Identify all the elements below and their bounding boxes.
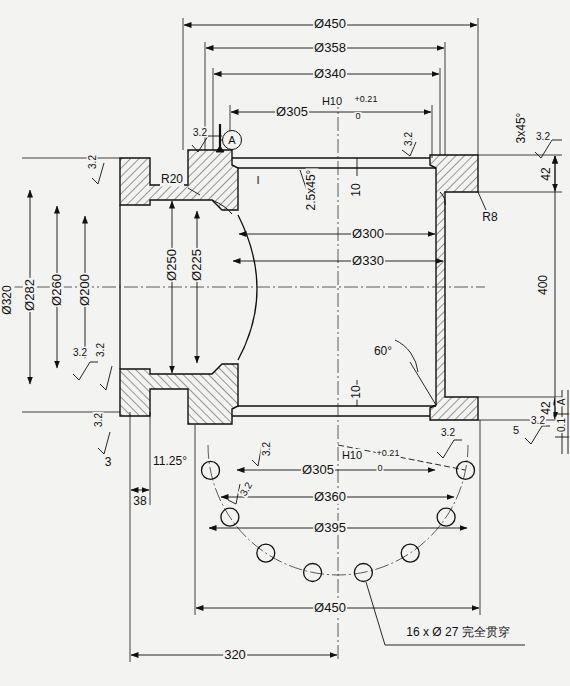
dimension-text: 400 — [537, 274, 550, 296]
dimension-text: Ø305 — [301, 463, 335, 477]
roughness-value: 3.2 — [261, 441, 272, 457]
dimension-text: 0.1 — [556, 417, 567, 433]
roughness-value: 3.2 — [192, 127, 208, 138]
dimension-text: +0.21 — [376, 449, 401, 459]
roughness-value: 3.2 — [535, 131, 551, 142]
roughness-value: 3.2 — [530, 415, 546, 426]
datum-circle: A — [222, 130, 242, 150]
dimension-text: 38 — [132, 495, 147, 508]
roughness-value: 3.2 — [87, 154, 98, 170]
dimension-text: H10 — [321, 95, 343, 107]
dimension-text: Ø360 — [313, 490, 347, 504]
dimension-text: R8 — [481, 211, 498, 224]
dimension-text: Ø200 — [78, 273, 92, 307]
dimension-text: Ø340 — [313, 67, 347, 81]
dimension-text: I — [255, 174, 260, 186]
bolt-hole — [401, 544, 419, 562]
dimension-text: +0.21 — [354, 95, 379, 105]
dimension-text: 10 — [350, 182, 363, 197]
bolt-hole — [304, 564, 322, 582]
dimension-text: 320 — [223, 648, 247, 662]
dimension-text: 42 — [540, 400, 553, 415]
roughness-value: 3.2 — [95, 342, 106, 358]
bolt-hole — [257, 544, 275, 562]
datum-letter: A — [228, 134, 235, 146]
dimension-text: Ø305 — [275, 105, 309, 119]
dimension-text: 16 x Ø 27 完全贯穿 — [405, 626, 510, 639]
roughness-value: 3.2 — [93, 412, 104, 428]
dimension-text: 60° — [373, 345, 393, 358]
dimension-text: Ø300 — [351, 227, 385, 241]
dimension-text: 2.5x45° — [305, 169, 318, 212]
dimension-text: 0 — [354, 112, 361, 122]
dimension-text: Ø450 — [313, 601, 347, 615]
dimension-text: Ø395 — [313, 521, 347, 535]
dimension-text: 3 — [104, 456, 113, 469]
dimension-text: 3x45° — [515, 112, 528, 145]
dimension-text: Ø282 — [23, 278, 37, 312]
dimension-text: Ø358 — [313, 41, 347, 55]
dimension-text: 5 — [512, 424, 520, 436]
dimension-text: Ø320 — [1, 284, 14, 315]
roughness-value: 3.2 — [72, 347, 88, 358]
bolt-hole — [221, 508, 239, 526]
bolt-hole — [437, 508, 455, 526]
dimension-text: 10 — [350, 384, 363, 399]
dimension-text: R20 — [160, 173, 184, 186]
dimension-text: 42 — [540, 166, 553, 181]
dimension-text: Ø330 — [351, 254, 385, 268]
dimension-text: Ø250 — [165, 248, 179, 282]
roughness-value: 3.2 — [403, 131, 414, 147]
dimension-text: Ø450 — [313, 17, 347, 31]
dimension-text: 0 — [376, 464, 383, 474]
dimension-text: Ø260 — [50, 273, 64, 307]
dimension-text: H10 — [341, 449, 363, 461]
dimension-text: 11.25° — [152, 455, 188, 468]
bolt-hole — [457, 461, 475, 479]
dimension-text: A — [556, 398, 567, 407]
roughness-value: 3.2 — [440, 427, 456, 438]
bolt-hole — [354, 564, 372, 582]
roughness-value: 3.2 — [237, 479, 254, 498]
bolt-hole — [202, 461, 220, 479]
dimension-text: Ø225 — [190, 248, 204, 282]
